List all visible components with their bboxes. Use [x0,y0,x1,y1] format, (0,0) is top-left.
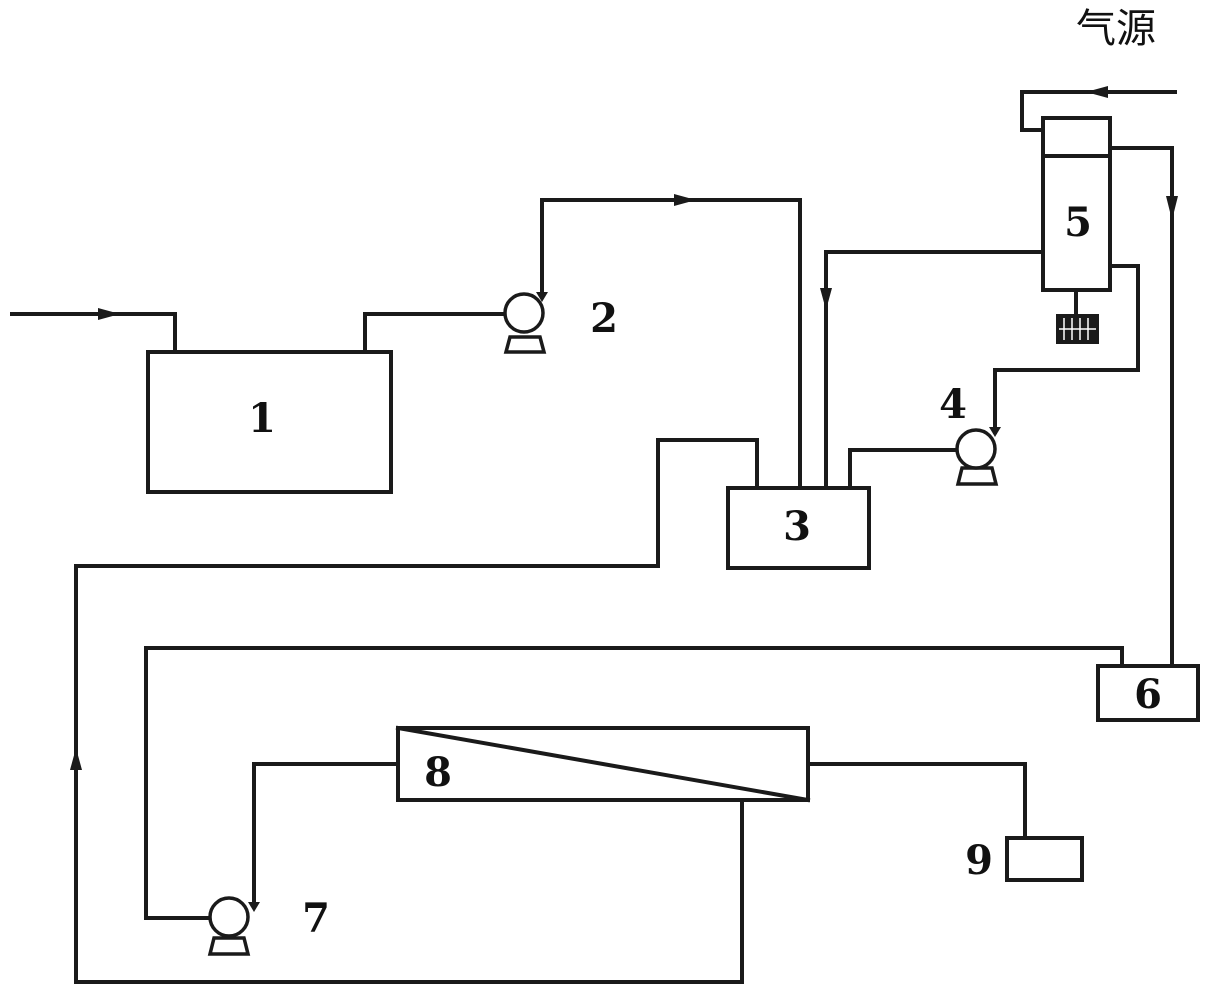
membrane-8: 8 [395,725,811,803]
arrow-left-icon [1086,86,1108,98]
pipes [10,90,1177,984]
arrow-right-icon [674,194,696,206]
tank-9 [1005,836,1084,882]
pipe-pump2-to-tank3 [540,198,802,490]
pump-7-label: 7 [302,895,330,942]
arrow-up-icon [70,748,82,770]
tank-3: 3 [726,486,871,570]
pump-4-icon [955,427,1001,486]
motor-grille-icon [1059,318,1096,340]
pipe-tank1-to-pump2 [363,312,507,354]
flow-arrows [70,86,1178,770]
pipe-column5-to-tank6 [1108,146,1174,668]
arrow-right-icon [98,308,120,320]
tank-1: 1 [146,350,393,494]
pump-4-label: 4 [939,381,967,428]
pipe-tank6-to-pump7 [144,646,1124,920]
pipe-membrane8-to-tank9 [806,762,1027,840]
tank-3-label: 3 [783,503,811,550]
pipe-membrane8-return [74,438,759,984]
arrow-down-icon [1166,196,1178,220]
pump-2-icon [503,292,548,354]
membrane-8-diagonal [395,725,811,803]
pipe-column5-to-tank3 [824,250,1045,490]
pipe-pump4-to-column5 [993,264,1140,434]
tank-6: 6 [1096,664,1200,722]
arrow-down-icon [820,288,832,310]
pipe-feed-inlet [10,312,177,354]
tank-1-label: 1 [248,395,276,442]
column-5-label: 5 [1064,199,1092,246]
tank-6-label: 6 [1134,671,1162,718]
pipe-pump7-to-membrane8 [252,762,400,902]
column-5: 5 [1041,116,1112,344]
pipe-tank3-to-pump4 [848,448,960,490]
membrane-8-label: 8 [424,749,452,796]
tank-9-label: 9 [965,837,993,884]
pump-7-icon [207,896,260,956]
gas-source-label: 气源 [1076,6,1156,52]
pump-2-label: 2 [590,295,618,342]
